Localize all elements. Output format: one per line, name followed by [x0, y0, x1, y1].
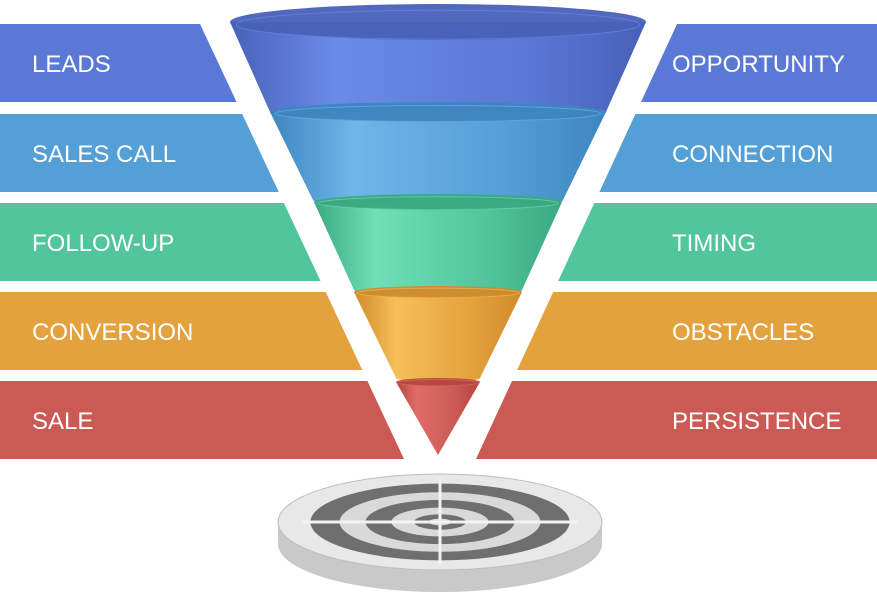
stage-band-left	[0, 381, 404, 459]
funnel-cone-body	[354, 292, 522, 382]
stage-label-left: SALES CALL	[32, 141, 176, 168]
stage-band-left	[0, 203, 321, 281]
funnel-cone-rim-highlight	[235, 9, 641, 40]
stage-band-right	[558, 203, 877, 281]
stage-label-right: OPPORTUNITY	[672, 51, 845, 78]
stage-bands	[0, 24, 877, 459]
funnel-cone-rim-highlight	[356, 287, 520, 299]
funnel-cones	[230, 4, 646, 455]
funnel-cone-body	[396, 382, 480, 455]
stage-band-right	[517, 292, 877, 370]
funnel-cone-body	[270, 112, 606, 208]
stage-band-right	[476, 381, 877, 459]
stage-label-left: LEADS	[32, 51, 111, 78]
stage-band-left	[0, 24, 237, 102]
stage-band-right	[599, 114, 877, 192]
funnel-cone-rim	[230, 4, 646, 40]
stage-label-right: TIMING	[672, 230, 756, 257]
stage-label-left: FOLLOW-UP	[32, 230, 174, 257]
stage-label-left: SALE	[32, 408, 93, 435]
funnel-cone-body	[230, 22, 646, 122]
stage-label-left: CONVERSION	[32, 319, 193, 346]
funnel-cone-rim-highlight	[396, 378, 480, 387]
funnel-cone-body	[314, 202, 562, 296]
stage-label-right: OBSTACLES	[672, 319, 814, 346]
stage-label-right: PERSISTENCE	[672, 408, 841, 435]
funnel-cone-rim-highlight	[317, 196, 559, 211]
funnel-cone-rim-highlight	[274, 105, 602, 122]
stage-band-left	[0, 292, 363, 370]
stage-label-right: CONNECTION	[672, 141, 833, 168]
stage-labels: LEADS OPPORTUNITY SALES CALL CONNECTION FOLL…	[32, 51, 845, 435]
stage-band-left	[0, 114, 279, 192]
target-icon	[277, 473, 603, 592]
stage-band-right	[641, 24, 877, 102]
